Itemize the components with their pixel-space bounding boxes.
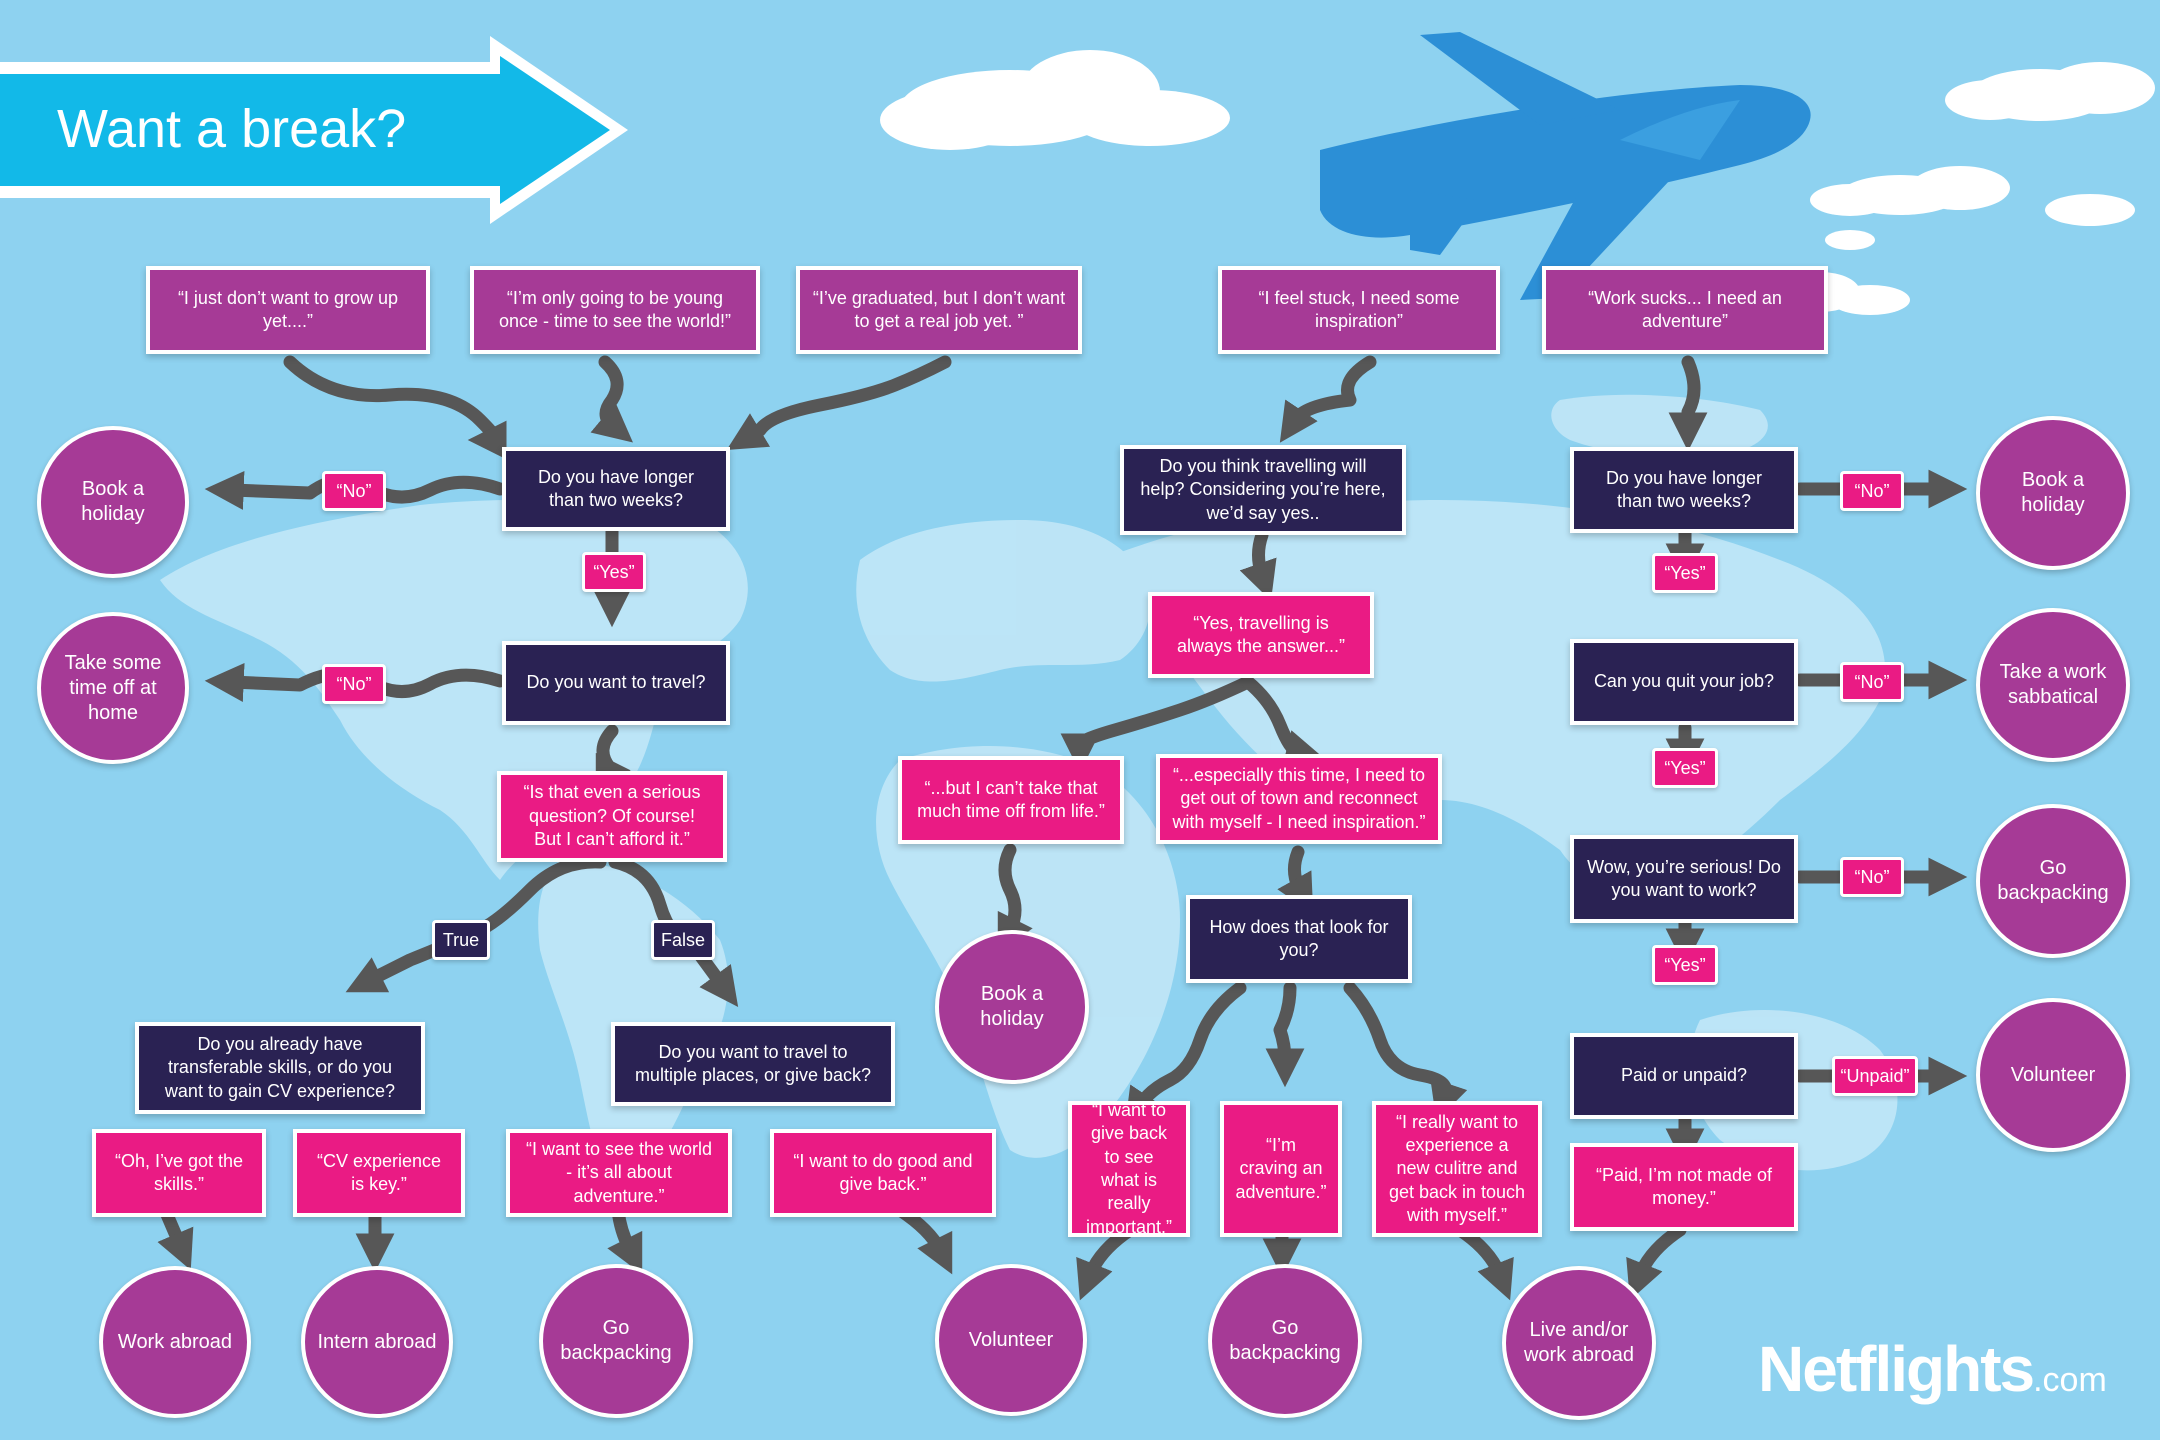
question-want-to-work: Wow, you’re serious! Do you want to work… — [1570, 835, 1798, 923]
cloud-icon — [880, 50, 2155, 316]
quote-work-sucks: “Work sucks... I need an adventure” — [1542, 266, 1828, 354]
page-title: Want a break? — [57, 99, 407, 159]
question-how-does-that-look: How does that look for you? — [1186, 895, 1412, 983]
quote-especially-this-time: “...especially this time, I need to get … — [1156, 754, 1442, 844]
badge-false: False — [651, 920, 715, 960]
outcome-live-work-abroad: Live and/or work abroad — [1502, 1266, 1656, 1420]
flow-arrow — [1241, 675, 1325, 769]
quote-cant-take-time: “...but I can’t take that much time off … — [898, 756, 1124, 844]
quote-craving-adventure: “I’m craving an adventure.” — [1220, 1101, 1342, 1237]
quote-graduated: “I’ve graduated, but I don’t want to get… — [796, 266, 1082, 354]
outcome-go-backpacking-right: Go backpacking — [1976, 804, 2130, 958]
question-longer-two-weeks-right: Do you have longer than two weeks? — [1570, 447, 1798, 533]
badge-no: “No” — [322, 664, 386, 704]
outcome-work-sabbatical: Take a work sabbatical — [1976, 608, 2130, 762]
outcome-go-backpacking-mid: Go backpacking — [1208, 1264, 1362, 1418]
outcome-volunteer-mid: Volunteer — [935, 1264, 1087, 1416]
brand-name: Netflights — [1758, 1333, 2035, 1405]
flow-arrow — [1277, 845, 1314, 914]
outcome-time-off-home: Take some time off at home — [37, 612, 189, 764]
badge-yes: “Yes” — [582, 552, 646, 592]
quote-not-made-of-money: “Paid, I’m not made of money.” — [1570, 1143, 1798, 1231]
outcome-volunteer-right: Volunteer — [1976, 998, 2130, 1152]
quote-got-skills: “Oh, I’ve got the skills.” — [92, 1129, 266, 1217]
quote-travelling-answer: “Yes, travelling is always the answer...… — [1148, 592, 1374, 678]
flow-arrow — [1343, 981, 1468, 1121]
quote-really-want: “I really want to experience a new culit… — [1372, 1101, 1542, 1237]
quote-see-the-world: “I want to see the world - it’s all abou… — [506, 1129, 732, 1217]
badge-yes: “Yes” — [1652, 945, 1718, 985]
badge-no: “No” — [1840, 857, 1904, 897]
quote-cv-experience: “CV experience is key.” — [293, 1129, 465, 1217]
flow-arrow — [1279, 355, 1377, 443]
flow-arrow — [997, 843, 1033, 955]
quote-give-back: “I want to give back to see what is real… — [1068, 1100, 1190, 1237]
quote-grow-up: “I just don’t want to grow up yet....” — [146, 266, 430, 354]
question-transferable-skills: Do you already have transferable skills,… — [135, 1022, 425, 1114]
quote-serious-question: “Is that even a serious question? Of cou… — [497, 771, 727, 862]
flow-arrow — [1668, 355, 1708, 452]
flow-arrow — [595, 724, 631, 797]
outcome-book-holiday-mid: Book a holiday — [935, 930, 1089, 1084]
outcome-work-abroad: Work abroad — [99, 1266, 251, 1418]
outcome-intern-abroad: Intern abroad — [301, 1266, 453, 1418]
flow-arrow — [1239, 528, 1277, 601]
badge-true: True — [432, 920, 490, 960]
flow-arrow — [1124, 981, 1247, 1128]
netflights-logo: Netflights.com — [1758, 1332, 2107, 1406]
badge-no: “No” — [1840, 662, 1904, 702]
badge-no: “No” — [1840, 471, 1904, 511]
outcome-go-backpacking-left: Go backpacking — [539, 1264, 693, 1418]
question-paid-or-unpaid: Paid or unpaid? — [1570, 1033, 1798, 1119]
flow-arrow — [590, 355, 633, 443]
quote-only-young-once: “I’m only going to be young once - time … — [470, 266, 760, 354]
badge-no: “No” — [322, 471, 386, 511]
flow-arrow — [1060, 675, 1255, 773]
quote-do-good: “I want to do good and give back.” — [770, 1129, 996, 1217]
banner-arrow-icon — [0, 36, 628, 224]
flow-arrow — [283, 355, 507, 460]
outcome-book-holiday-right: Book a holiday — [1976, 416, 2130, 570]
question-longer-two-weeks-left: Do you have longer than two weeks? — [502, 447, 730, 531]
flow-arrow — [1626, 1223, 1687, 1301]
quote-feel-stuck: “I feel stuck, I need some inspiration” — [1218, 266, 1500, 354]
question-travelling-help: Do you think travelling will help? Consi… — [1120, 445, 1406, 535]
flow-arrow — [726, 355, 952, 451]
outcome-book-holiday-left: Book a holiday — [37, 426, 189, 578]
question-quit-job: Can you quit your job? — [1570, 639, 1798, 725]
flow-arrow — [1265, 981, 1305, 1088]
brand-suffix: .com — [2033, 1361, 2107, 1399]
badge-yes: “Yes” — [1652, 553, 1718, 593]
badge-yes: “Yes” — [1652, 748, 1718, 788]
question-multiple-places: Do you want to travel to multiple places… — [611, 1022, 895, 1106]
badge-unpaid: “Unpaid” — [1832, 1056, 1918, 1096]
question-want-to-travel: Do you want to travel? — [502, 641, 730, 725]
